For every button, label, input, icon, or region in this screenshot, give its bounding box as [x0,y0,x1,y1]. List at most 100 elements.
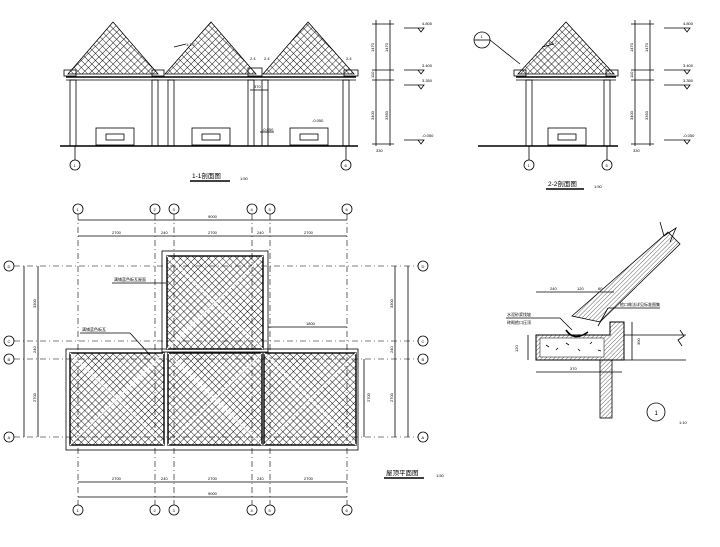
slope-label: 1:1.7 [548,40,558,45]
roof-panel [166,255,264,350]
eave-block [247,67,263,77]
roof-panel [167,352,263,446]
axis-label: 6 [346,508,349,513]
elevation-label: -0.050 [422,133,434,138]
dim-label: 2.4 [346,56,352,61]
dim-label: 330 [633,148,640,153]
dim-label: 110 [370,71,375,78]
roof-section-2 [517,21,615,75]
plan-side-axis-markers: D C B A D C B A [3,260,429,443]
axis-label: 1 [528,163,531,168]
dim-label: 2.4 [264,56,270,61]
elevation-label: -0.050 [683,133,695,138]
dim-label: 3300 [32,298,37,308]
elevation-label: 3.350 [422,78,433,83]
axis-label: D [422,264,425,269]
axis-label: B [8,357,11,362]
note-label: 满铺蓝色板瓦 [82,326,106,332]
axis-label: 4 [251,207,254,212]
elevation-label: 3.350 [683,78,694,83]
dim-label: 120 [514,345,519,352]
axis-label: A [422,435,425,440]
section-1-1: 370 2.4 2.4 2.4 1:1.7 -0.050 -0.050 1470… [60,20,434,182]
dim-label: 240 [257,230,264,235]
drawing-scale: 1:50 [240,176,249,181]
axis-label: 2 [154,207,157,212]
drawing-scale: 1:10 [679,420,688,425]
roof-plan: 1 2 3 4 5 6 1 2 3 4 5 6 D C B A D C B A [3,203,445,516]
axis-label: 6 [346,207,349,212]
axis-marker [69,159,81,171]
plan-top-axis-markers: 1 2 3 4 5 6 [72,203,353,215]
axis-label: 5 [606,163,609,168]
axis-label: 1 [77,207,80,212]
axis-label: C [8,339,11,344]
dim-label: 240 [161,230,168,235]
drawing-scale: 1:50 [594,184,603,189]
bench [191,127,231,146]
dim-label: 2700 [304,230,314,235]
eave-detail-1: 240 120 60 370 120 300 水泥砂浆找坡 砖砌檐口压顶 檐口做… [506,221,688,425]
roof-panel [69,352,165,446]
section-1-roofs [63,21,359,77]
drawing-title: 屋顶平面图 [386,469,419,477]
elevation-label: -0.050 [262,127,274,132]
dim-label: 3300 [389,298,394,308]
axis-label: 5 [269,508,272,513]
axis-label: 2 [154,508,157,513]
note-label: 檐口做法详见标准图集 [620,301,660,307]
dim-label: 2700 [112,476,122,481]
elevation-label: 4.800 [683,21,694,26]
dim-label: 370 [254,84,261,89]
dim-label: 3400 [629,110,634,120]
bench [95,127,135,146]
axis-label: D [8,264,11,269]
drawing-title: 1-1剖面图 [192,171,221,180]
axis-label: 3 [173,508,176,513]
elevation-label: 4.800 [422,21,433,26]
axis-marker [340,159,352,171]
axis-label: C [422,339,425,344]
roof-panel [263,352,357,446]
axis-label: 6 [345,163,348,168]
dim-label: 120 [577,286,584,291]
dim-label: 2700 [304,476,314,481]
detail-reference-marker [646,402,666,422]
section-2-2: 1 1:1.7 1470 1470 110 3400 3350 4.800 3.… [473,20,695,190]
dim-label: 300 [636,338,641,345]
upper-roof-outline [161,250,269,353]
eave-block [343,69,359,77]
dim-label: 2700 [208,476,218,481]
dim-label: 2700 [366,392,371,402]
roof-3 [262,21,355,75]
roof-2 [164,21,257,75]
axis-label: A [8,435,11,440]
note-label: 砖砌檐口压顶 [507,319,531,325]
eave-block [63,69,77,77]
plan-bottom-axis-markers: 1 2 3 4 5 6 [72,504,353,516]
elevation-label: 3.400 [683,63,694,68]
note-label: 水泥砂浆找坡 [507,311,531,317]
dim-label: 1470 [629,42,634,52]
dim-label: 330 [376,148,383,153]
axis-label: 4 [251,508,254,513]
detail-wall [599,359,613,419]
dim-label: 110 [629,71,634,78]
axis-label: 3 [173,207,176,212]
dim-label: 2700 [208,230,218,235]
dim-label: 240 [32,346,37,353]
eave-block [151,69,165,77]
axis-marker [601,159,613,171]
dim-label: 2700 [32,392,37,402]
drawing-title: 2-2剖面图 [548,179,577,188]
dim-label: 2700 [389,392,394,402]
note-label: 满铺蓝色板瓦屋面 [114,276,146,282]
dim-label: 60 [598,286,603,291]
dim-label: 240 [550,286,557,291]
dim-label: 240 [161,476,168,481]
elevation-label: 3.400 [422,63,433,68]
elevation-label: -0.050 [312,118,324,123]
dim-label: 240 [389,346,394,353]
dim-label: 3400 [370,110,375,120]
